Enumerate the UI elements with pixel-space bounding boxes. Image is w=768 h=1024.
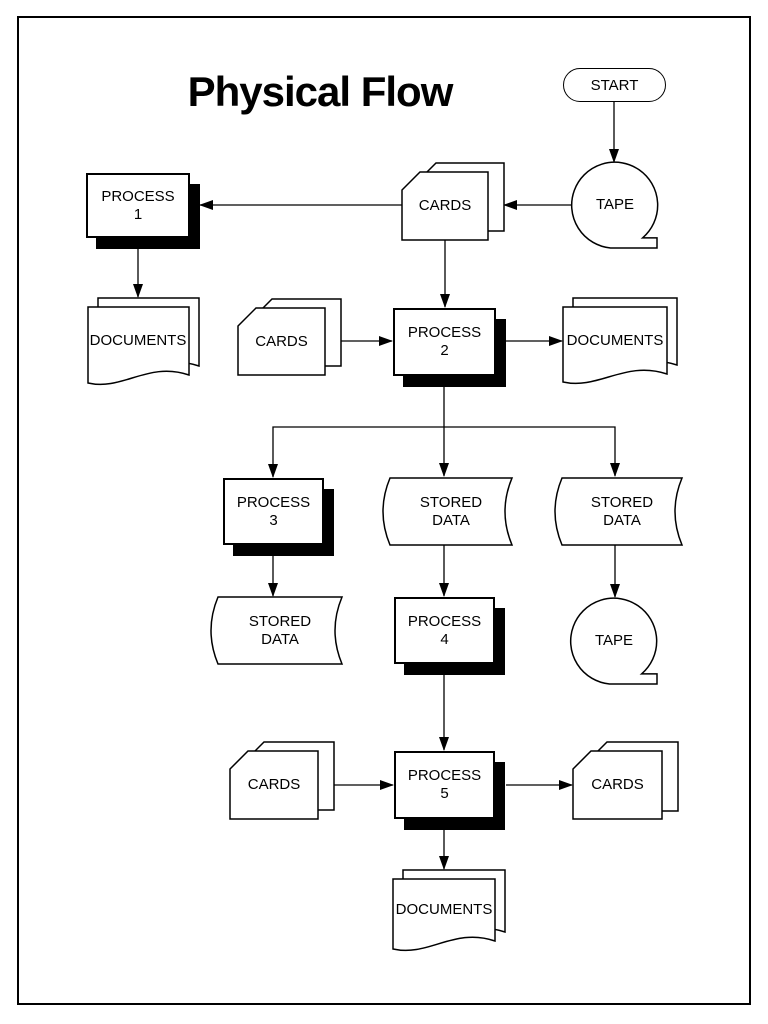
card-front: [237, 307, 326, 376]
process-1-label-line1: PROCESS: [101, 187, 175, 205]
card-front: [229, 750, 319, 820]
process-1-node[interactable]: PROCESS 1: [86, 173, 190, 238]
cards-mid-node[interactable]: [237, 298, 342, 376]
document-front: [392, 878, 496, 952]
process-4-label-line2: 4: [440, 630, 449, 648]
stored-data-right-node[interactable]: [554, 477, 684, 546]
stored-data-bottom-node[interactable]: [210, 596, 344, 665]
process-5-label-line1: PROCESS: [407, 767, 482, 784]
cards-top-node[interactable]: [401, 162, 505, 241]
page-title: Physical Flow: [187, 68, 454, 115]
page-border: [17, 16, 751, 1005]
cards-bottom-left-node[interactable]: [229, 741, 335, 820]
documents-right-node[interactable]: [562, 297, 678, 385]
process-1-label-line2: 1: [133, 205, 143, 223]
stored-data-mid-node[interactable]: [382, 477, 514, 546]
arrow-process2-to-process3: [268, 426, 444, 478]
cards-bottom-right-node[interactable]: [572, 741, 679, 820]
process-4-node[interactable]: PROCESS 4: [394, 597, 495, 664]
start-node[interactable]: START: [563, 68, 666, 102]
process-2-label-line2: 2: [440, 342, 449, 359]
process-3-label-line2: 3: [269, 511, 278, 529]
process-2-node[interactable]: PROCESS 2: [393, 308, 496, 376]
documents-bottom-node[interactable]: [392, 869, 506, 952]
process-4-label-line1: PROCESS: [407, 612, 482, 630]
card-front: [401, 171, 489, 241]
process-2-label-line1: PROCESS: [407, 324, 482, 341]
process-3-node[interactable]: PROCESS 3: [223, 478, 324, 545]
tape-top-node[interactable]: [570, 161, 659, 249]
connectors: [133, 101, 620, 870]
tape-bottom-node[interactable]: [569, 597, 658, 685]
documents-left-node[interactable]: [87, 297, 200, 386]
process-3-label-line1: PROCESS: [236, 493, 311, 511]
arrow-process2-to-storeddata-right: [444, 426, 620, 477]
document-front: [562, 306, 668, 385]
start-label: START: [590, 76, 639, 94]
document-front: [87, 306, 190, 386]
process-5-node[interactable]: PROCESS 5: [394, 751, 495, 819]
process-5-label-line2: 5: [440, 785, 449, 802]
card-front: [572, 750, 663, 820]
